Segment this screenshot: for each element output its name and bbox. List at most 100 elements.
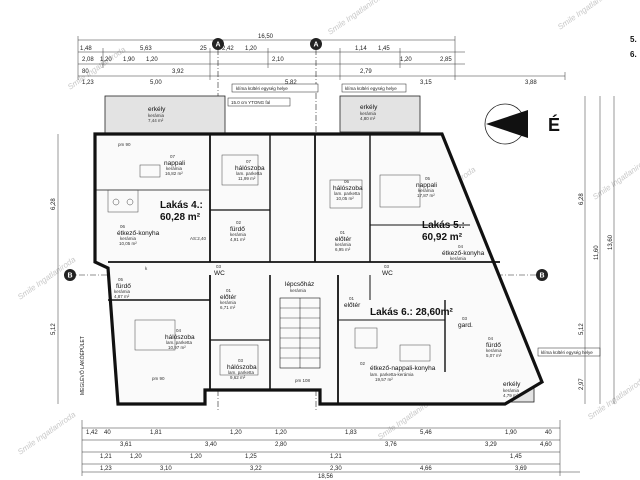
room-floor: kerámia <box>220 300 237 305</box>
apartment-5-area: 60,92 m² <box>422 232 463 243</box>
room-04-kitchen: 04 étkező-konyha kerámia <box>442 244 485 261</box>
dim-bottom-1: 1,20 <box>230 430 242 436</box>
room-area: 7,44 m² <box>148 118 164 123</box>
watermark-text: Smile Ingatlaniroda <box>326 0 388 37</box>
room-floor: kerámia <box>335 242 352 247</box>
north-arrow: É <box>484 103 560 145</box>
room-number: 04 <box>488 336 494 341</box>
room-floor: kerámia <box>450 256 467 261</box>
room-number: 07 <box>246 159 252 164</box>
room-floor: kerámia <box>148 113 165 118</box>
dim-bottom-4: 4,66 <box>420 466 432 472</box>
dim-bottom-2: 3,29 <box>485 442 497 448</box>
room-floor: kerámia <box>114 289 131 294</box>
room-area: 10,97 m² <box>168 345 186 350</box>
dim-bottom-4: 1,23 <box>100 466 112 472</box>
room-name: WC <box>214 270 225 277</box>
dim-top-4: 3,15 <box>420 80 432 86</box>
room-area: 10,05 m² <box>119 241 137 246</box>
north-symbol: É <box>548 114 560 135</box>
dim-right: 2,97 <box>579 378 585 390</box>
annotation-k: k <box>145 266 148 271</box>
bottom-dimension-lines <box>81 420 580 476</box>
dim-bottom-1: 1,83 <box>345 430 357 436</box>
dim-top-1: 1,20 <box>245 46 257 52</box>
watermark-text: Smile Ingatlaniroda <box>586 375 640 422</box>
dim-top-2: 1,20 <box>400 57 412 63</box>
room-area: 17,87 m² <box>417 193 435 198</box>
room-number: 03 <box>216 264 222 269</box>
dim-bottom-2: 3,40 <box>205 442 217 448</box>
corner-label: 6. <box>630 50 637 59</box>
dim-bottom-1: 1,20 <box>275 430 287 436</box>
room-name: előtér <box>220 294 237 301</box>
room-name: hálószoba <box>235 165 265 172</box>
room-area: 4,79 m² <box>503 393 519 398</box>
room-name: hálószoba <box>333 185 363 192</box>
top-dimension-texts: 16,50 1,48 5,63 25 2,42 1,20 1,14 1,45 2… <box>80 34 537 86</box>
dim-right: 11,60 <box>594 245 600 260</box>
room-07-bedroom: 07 hálószoba lam. parketta 11,99 m² <box>235 159 265 181</box>
room-name: erkély <box>360 104 378 111</box>
ytong-note: 15.0 cm YTONG fal <box>231 100 270 105</box>
room-01-hall: 01 előtér kerámia 6,95 m² <box>335 230 352 252</box>
apartment-labels: Lakás 4.: 60,28 m² Lakás 5.: 60,92 m² La… <box>160 200 465 318</box>
room-name: erkély <box>503 381 521 388</box>
room-number: 07 <box>170 154 176 159</box>
room-floor: kerámia <box>230 232 247 237</box>
room-floor: kerámia <box>166 166 183 171</box>
room-01-hall-6: 01 előtér <box>344 296 361 309</box>
furniture <box>107 154 431 376</box>
room-area: 4,87 m² <box>114 294 130 299</box>
apartment-4-area: 60,28 m² <box>160 212 201 223</box>
room-06-kitchen: 06 étkező-konyha kerámia 10,05 m² <box>117 224 160 246</box>
apartment-4-name: Lakás 4.: <box>160 200 203 211</box>
dim-right: 13,60 <box>608 234 614 250</box>
dim-top-2: 2,08 <box>82 57 94 63</box>
room-area: 6,71 m² <box>220 305 236 310</box>
annotation-as: AS:2,40 <box>190 236 207 241</box>
dim-bottom-3: 1,20 <box>190 454 202 460</box>
room-03-wardrobe: 03 gard. <box>458 316 473 329</box>
room-area: 11,99 m² <box>238 176 256 181</box>
axis-a-label: A <box>314 42 319 49</box>
dim-bottom-3: 1,25 <box>245 454 257 460</box>
dim-top-4: 3,88 <box>525 80 537 86</box>
room-floor: lam. parketta <box>166 340 193 345</box>
dim-bottom-2: 3,61 <box>120 442 132 448</box>
room-floor: lam. parketta-kerámia <box>370 372 414 377</box>
watermark-text: Smile Ingatlaniroda <box>66 45 128 92</box>
apartment-5-name: Lakás 5.: <box>422 220 465 231</box>
room-area: 4,80 m² <box>360 116 376 121</box>
room-area: 9,62 m² <box>230 375 246 380</box>
room-area: 4,91 m² <box>230 237 246 242</box>
dim-top-1: 1,14 <box>355 46 367 52</box>
side-dimension-texts: 6,28 5,12 6,28 11,60 13,60 5,12 2,97 <box>51 193 614 390</box>
room-number: 04 <box>458 244 464 249</box>
room-number: 01 <box>349 296 355 301</box>
room-number: 05 <box>118 277 124 282</box>
corner-label: 5. <box>630 35 637 44</box>
dim-top-1: 5,63 <box>140 46 152 52</box>
room-area: 16,82 m² <box>165 171 183 176</box>
dim-bottom-2: 3,76 <box>385 442 397 448</box>
watermark-text: Smile Ingatlaniroda <box>16 410 78 457</box>
dim-top-3: 80 <box>82 69 89 75</box>
room-name: előtér <box>335 236 352 243</box>
room-number: 01 <box>226 288 232 293</box>
dim-bottom-2: 4,60 <box>540 442 552 448</box>
room-floor: kerámia <box>486 348 503 353</box>
room-05-living: 05 nappali kerámia 17,87 m² <box>416 176 437 198</box>
room-labels: erkély kerámia 7,44 m² erkély kerámia 4,… <box>114 104 521 398</box>
room-floor: kerámia <box>418 188 435 193</box>
dim-bottom-2: 2,80 <box>275 442 287 448</box>
room-balcony-3: erkély kerámia 4,79 m² <box>503 381 521 398</box>
dim-top-1: 1,45 <box>378 46 390 52</box>
room-name: WC <box>382 270 393 277</box>
room-floor: kerámia <box>120 236 137 241</box>
dim-overall-bottom: 18,56 <box>318 474 334 480</box>
room-name: étkező-konyha <box>442 250 485 257</box>
room-name: fürdő <box>230 226 245 233</box>
dim-bottom-1: 1,90 <box>505 430 517 436</box>
room-name: fürdő <box>486 342 501 349</box>
